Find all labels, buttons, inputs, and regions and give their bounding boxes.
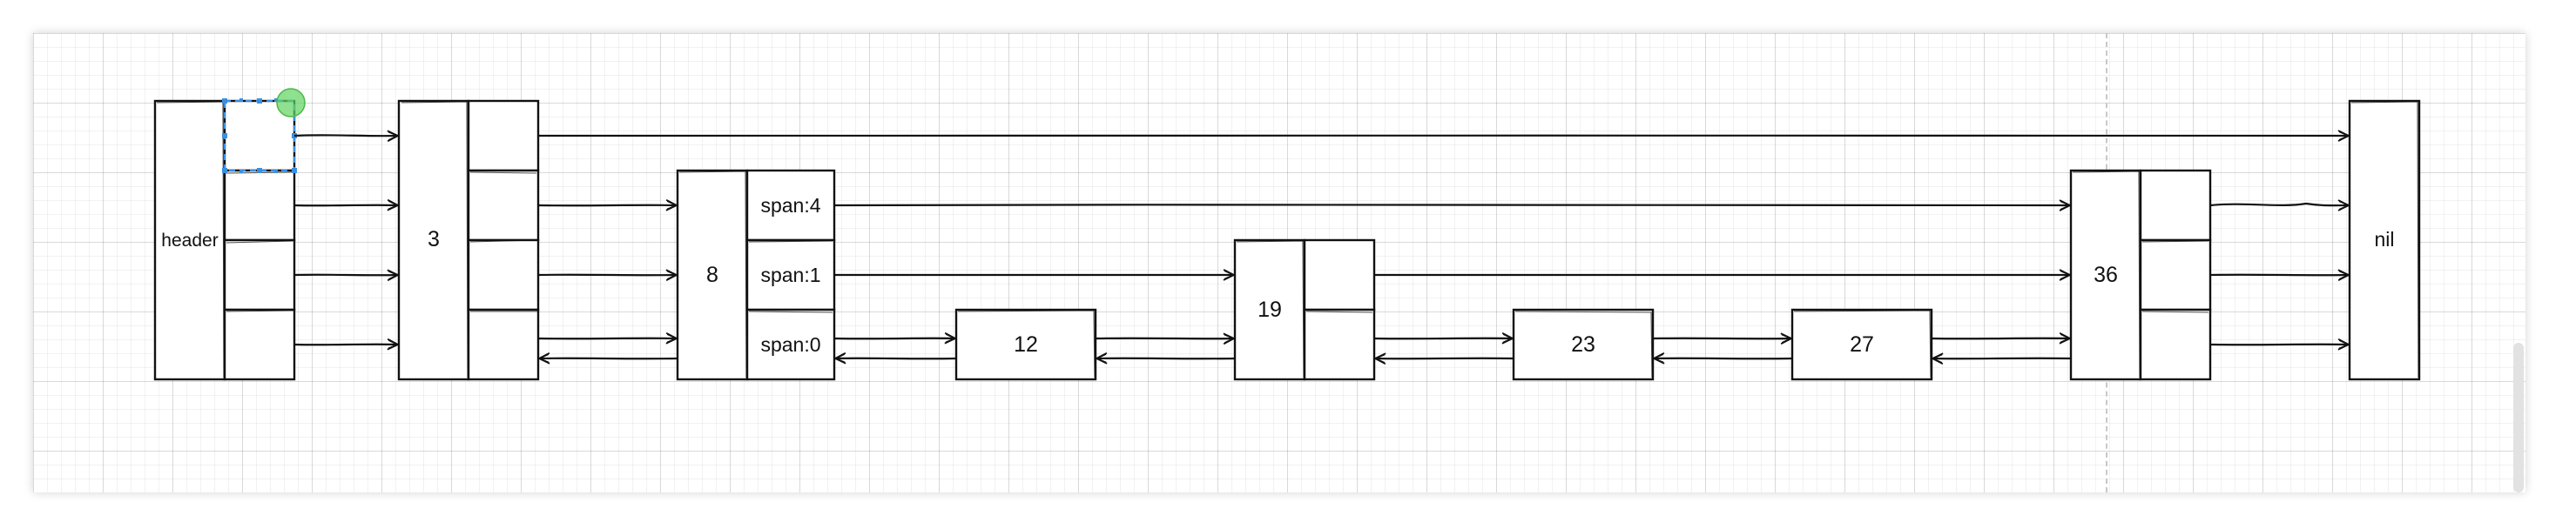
backward-pointers — [539, 358, 2072, 359]
skip-list-diagram: header — [153, 88, 2421, 381]
arrow-19-36-l2 — [1373, 275, 2070, 276]
node-12[interactable]: 12 — [954, 308, 1097, 381]
node-19-label: 19 — [1258, 298, 1282, 322]
arrow-36-nil-l2 — [2209, 275, 2349, 276]
node-36[interactable]: 36 — [2069, 169, 2212, 381]
arrow-header-3-l3 — [293, 205, 398, 206]
span-label-level3: span:4 — [760, 194, 820, 217]
arrow-8-12-l1 — [833, 338, 955, 339]
arrow-3-8-l1 — [537, 338, 677, 339]
arrow-27-36-l1 — [1931, 338, 2070, 339]
forward-pointers — [293, 135, 2349, 345]
node-23-label: 23 — [1571, 332, 1595, 357]
arrow-3-8-l2 — [537, 275, 677, 276]
arrow-23-27-l1 — [1652, 338, 1791, 339]
vertical-scrollbar[interactable] — [2512, 33, 2525, 492]
arrow-12-8-back — [835, 358, 957, 359]
arrow-27-23-back — [1654, 358, 1793, 359]
node-36-label: 36 — [2094, 263, 2118, 287]
arrow-23-19-back — [1375, 358, 1514, 359]
span-label-level2: span:1 — [760, 264, 820, 286]
arrow-8-3-back — [539, 358, 678, 359]
nil-node[interactable]: nil — [2348, 99, 2421, 381]
arrow-12-19-l1 — [1095, 338, 1234, 339]
span-label-level1: span:0 — [760, 333, 820, 356]
arrow-8-19-l2 — [833, 275, 1234, 276]
arrow-8-36-l3 — [833, 204, 2070, 205]
header-label: header — [161, 231, 218, 251]
arrow-header-3-l2 — [293, 275, 398, 276]
node-27-label: 27 — [1850, 332, 1874, 357]
arrow-header-3-l4 — [293, 135, 398, 136]
arrow-36-nil-l3 — [2209, 204, 2349, 205]
arrow-19-12-back — [1096, 358, 1236, 359]
node-8-label: 8 — [706, 263, 718, 287]
drawing-canvas[interactable]: header — [33, 33, 2525, 492]
connection-handle-icon[interactable] — [276, 88, 306, 117]
node-12-label: 12 — [1014, 332, 1038, 357]
node-3[interactable]: 3 — [397, 99, 540, 381]
scrollbar-thumb[interactable] — [2513, 343, 2524, 492]
arrow-3-8-l3 — [537, 205, 677, 206]
arrow-3-nil-l4 — [537, 135, 2349, 136]
node-19[interactable]: 19 — [1233, 238, 1376, 381]
header-node[interactable]: header — [153, 99, 296, 381]
arrow-19-23-l1 — [1373, 338, 1513, 339]
node-27[interactable]: 27 — [1790, 308, 1933, 381]
node-8[interactable]: 8 span:4 span:1 span:0 — [676, 169, 836, 381]
node-23[interactable]: 23 — [1512, 308, 1655, 381]
nil-label: nil — [2374, 228, 2394, 251]
arrow-36-27-back — [1932, 358, 2072, 359]
node-3-label: 3 — [428, 227, 440, 251]
